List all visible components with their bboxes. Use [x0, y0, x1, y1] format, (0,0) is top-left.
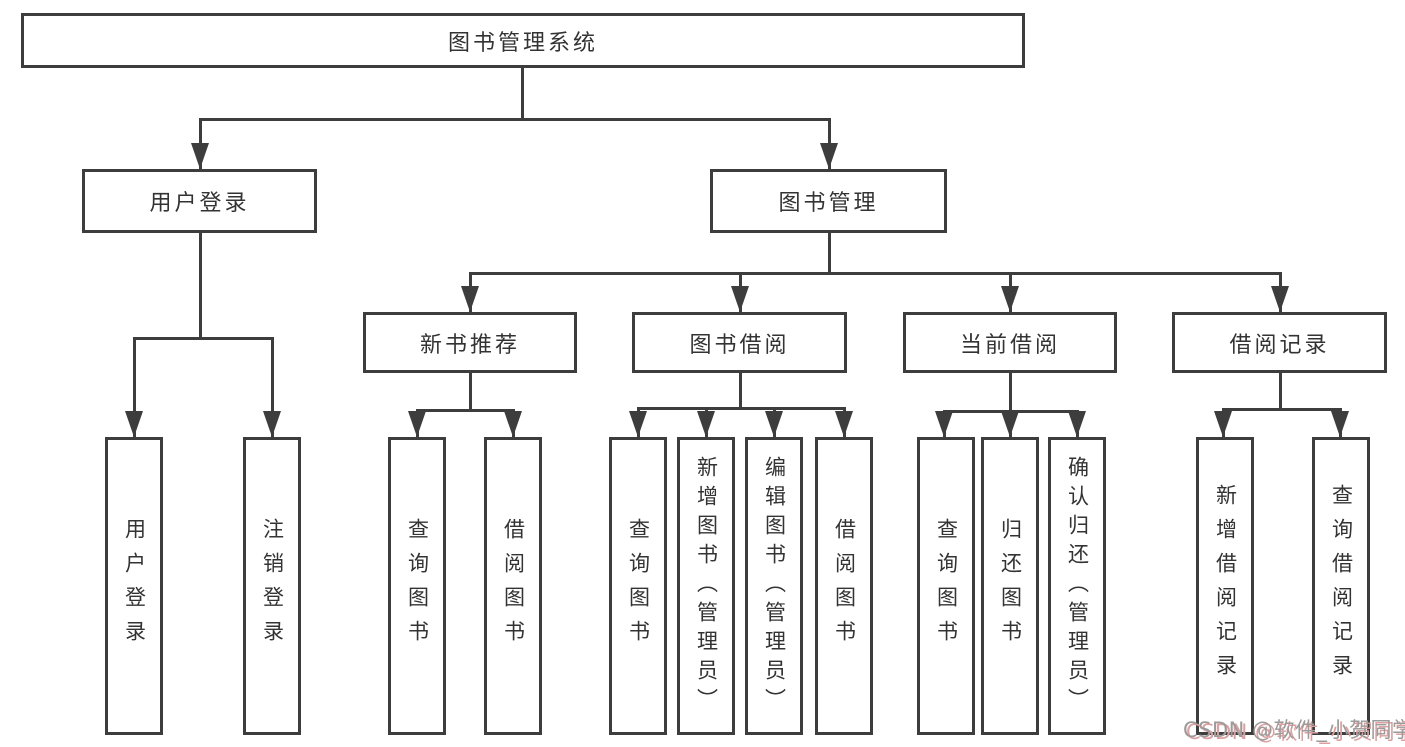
leaf-user-login: 用户登录: [105, 437, 163, 735]
arrowhead-nb-query: [408, 411, 426, 437]
leaf-newbook-query-books: 查询图书: [388, 437, 446, 735]
leaf-borrow-query-books: 查询图书: [609, 437, 667, 735]
connector-book-mgmt-split: [469, 272, 1282, 275]
leaf-add-books-admin: 新增图书（管理员）: [677, 437, 735, 735]
leaf-query-borrow-record: 查询借阅记录: [1312, 437, 1370, 735]
connector-user-login-stem: [199, 233, 202, 337]
leaf-label: 编辑图书（管理员）: [762, 455, 787, 717]
leaf-label: 用户登录: [122, 518, 147, 654]
connector-root-stem: [521, 68, 524, 118]
arrowhead-cb-query: [935, 411, 953, 437]
arrowhead-cb-return: [1001, 411, 1019, 437]
csdn-watermark: CSDN @软件_小贺同学: [1183, 718, 1405, 742]
arrowhead-bb-add: [697, 411, 715, 437]
leaf-label: 查询图书: [934, 518, 959, 654]
connector-book-borrow-split: [637, 407, 845, 410]
leaf-label: 查询借阅记录: [1329, 484, 1354, 688]
leaf-borrow-books: 借阅图书: [815, 437, 873, 735]
node-book-borrowing: 图书借阅: [632, 312, 847, 373]
node-borrowing-records: 借阅记录: [1172, 312, 1387, 373]
node-label: 用户登录: [149, 191, 250, 216]
leaf-current-query-books: 查询图书: [917, 437, 975, 735]
node-root-library-system: 图书管理系统: [21, 13, 1025, 68]
arrowhead-nb-borrow: [504, 411, 522, 437]
arrowhead-bb-edit: [765, 411, 783, 437]
arrowhead-leaf-logout: [263, 411, 281, 437]
arrowhead-current-borrow: [1001, 286, 1019, 312]
connector-borrow-record-stem: [1279, 373, 1282, 408]
leaf-confirm-return-admin: 确认归还（管理员）: [1048, 437, 1106, 735]
leaf-label: 确认归还（管理员）: [1065, 455, 1090, 717]
arrowhead-bb-query: [629, 411, 647, 437]
arrowhead-borrow-record: [1271, 286, 1289, 312]
arrowhead-user-login: [191, 143, 209, 169]
arrowhead-br-query: [1331, 411, 1349, 437]
leaf-logout: 注销登录: [243, 437, 301, 735]
arrowhead-new-book: [461, 286, 479, 312]
node-current-borrowing: 当前借阅: [903, 312, 1117, 373]
node-book-management: 图书管理: [710, 169, 947, 233]
node-new-book-recommend: 新书推荐: [363, 312, 577, 373]
leaf-label: 新增借阅记录: [1213, 484, 1238, 688]
connector-book-borrow-stem: [739, 373, 742, 407]
node-label: 新书推荐: [419, 332, 520, 358]
node-label: 当前借阅: [959, 332, 1060, 358]
arrowhead-cb-confirm: [1068, 411, 1086, 437]
leaf-label: 归还图书: [998, 518, 1023, 654]
leaf-add-borrow-record: 新增借阅记录: [1196, 437, 1254, 735]
leaf-newbook-borrow-books: 借阅图书: [484, 437, 542, 735]
leaf-label: 新增图书（管理员）: [694, 455, 719, 717]
arrowhead-book-borrow: [731, 286, 749, 312]
connector-book-mgmt-stem: [828, 233, 831, 272]
node-label: 图书管理系统: [447, 30, 598, 56]
arrowhead-leaf-user-login: [125, 411, 143, 437]
connector-to-leaf-user-login: [133, 337, 136, 437]
connector-borrow-record-split: [1222, 408, 1342, 411]
connector-to-leaf-logout: [271, 337, 274, 437]
leaf-edit-books-admin: 编辑图书（管理员）: [745, 437, 803, 735]
node-label: 图书借阅: [689, 332, 790, 358]
arrowhead-br-add: [1214, 411, 1232, 437]
leaf-label: 注销登录: [260, 518, 285, 654]
connector-user-login-split: [133, 337, 274, 340]
node-user-login: 用户登录: [82, 169, 317, 233]
node-label: 借阅记录: [1229, 332, 1330, 358]
leaf-return-books: 归还图书: [981, 437, 1039, 735]
connector-root-split: [199, 118, 831, 121]
arrowhead-bb-borrow: [835, 411, 853, 437]
arrowhead-book-mgmt: [820, 143, 838, 169]
leaf-label: 借阅图书: [832, 518, 857, 654]
connector-new-book-stem: [469, 373, 472, 409]
connector-current-borrow-stem: [1009, 373, 1012, 410]
leaf-label: 查询图书: [626, 518, 651, 654]
leaf-label: 借阅图书: [501, 518, 526, 654]
leaf-label: 查询图书: [405, 518, 430, 654]
connector-new-book-split: [416, 409, 515, 412]
node-label: 图书管理: [778, 191, 879, 216]
